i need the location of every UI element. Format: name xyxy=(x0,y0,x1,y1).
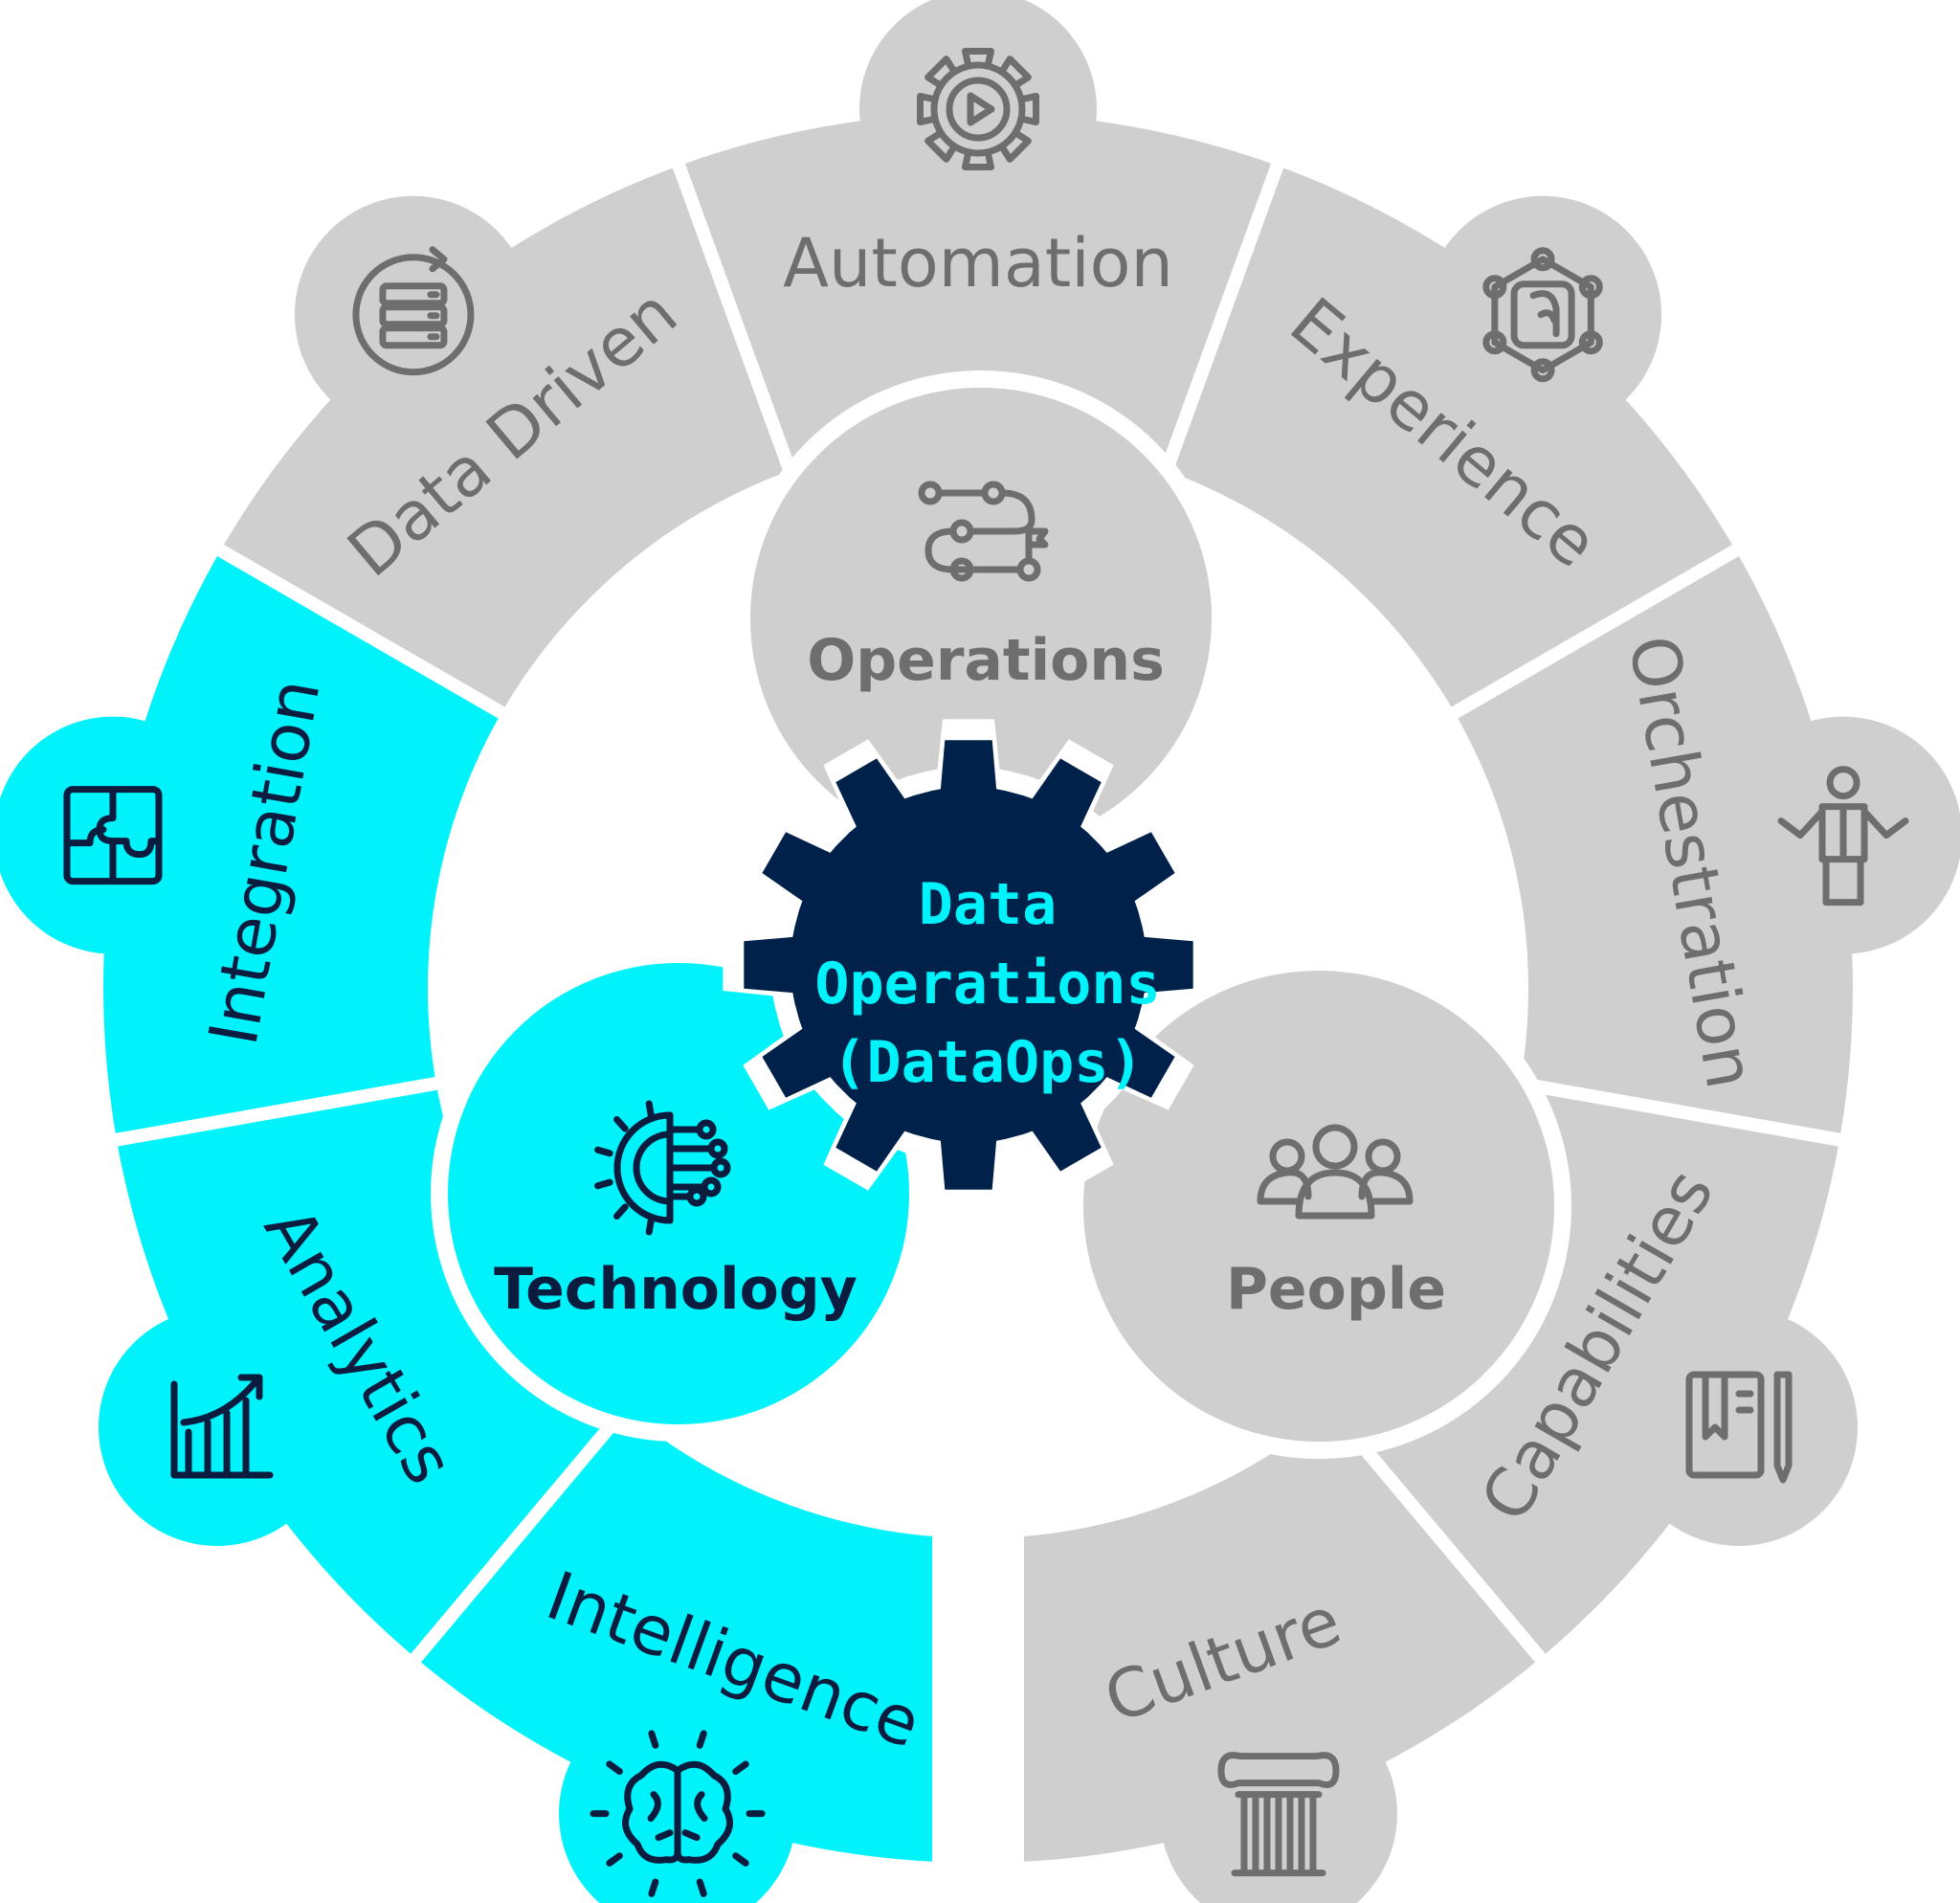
segment-divider xyxy=(672,161,800,482)
segment-label: Automation xyxy=(783,224,1173,302)
segment-bubble xyxy=(0,716,232,954)
segment-experience[interactable]: Experience xyxy=(1166,166,1736,713)
segment-shape xyxy=(1454,550,1853,1140)
segment-divider xyxy=(1156,161,1284,482)
segment-bubble xyxy=(98,1309,336,1546)
pillar-people[interactable]: People xyxy=(1066,953,1571,1459)
segment-divider xyxy=(113,1075,447,1147)
route-flag-icon xyxy=(918,481,1049,582)
people-circle xyxy=(1066,953,1571,1459)
segment-shape xyxy=(679,112,1278,471)
segment-divider xyxy=(1442,543,1741,724)
database-sync-icon xyxy=(352,246,475,376)
person-conductor-icon xyxy=(1777,766,1909,907)
brain-icon xyxy=(590,1730,766,1897)
segment-shape xyxy=(116,1083,625,1659)
segment-divider xyxy=(215,543,514,724)
center-gear[interactable]: Data Operations (DataOps) xyxy=(723,719,1214,1211)
gear-play-icon xyxy=(916,47,1040,171)
segment-bubble xyxy=(1620,1309,1859,1546)
center-title-line2: Operations xyxy=(814,951,1160,1018)
segment-bubble xyxy=(294,195,532,434)
people-label: People xyxy=(1226,1256,1446,1323)
segment-culture[interactable]: Culture xyxy=(978,1409,1541,1903)
segment-shape xyxy=(1331,1083,1840,1659)
segment-shape xyxy=(102,550,502,1140)
segment-shape xyxy=(220,166,791,713)
gear-icon xyxy=(744,740,1193,1190)
technology-label: Technology xyxy=(494,1256,858,1323)
group-icon xyxy=(1257,1124,1414,1220)
segment-shape xyxy=(978,1409,1541,1863)
center-title-line1: Data xyxy=(919,871,1058,938)
segment-integration[interactable]: Integration xyxy=(0,550,502,1140)
segment-divider xyxy=(409,1398,636,1665)
segment-divider xyxy=(1509,1075,1843,1147)
center-title-line3: (DataOps) xyxy=(832,1029,1143,1096)
notebook-pencil-icon xyxy=(1685,1371,1793,1484)
operations-label: Operations xyxy=(807,627,1165,694)
pillar-circles: Operations Technology People xyxy=(431,370,1571,1459)
segment-analytics[interactable]: Analytics xyxy=(98,1083,625,1659)
tech-gear-icon xyxy=(594,1100,731,1236)
segment-intelligence[interactable]: Intelligence xyxy=(415,1409,978,1903)
bar-chart-icon xyxy=(170,1374,274,1479)
segment-automation[interactable]: Automation xyxy=(679,0,1278,471)
segment-shape xyxy=(1166,166,1736,713)
network-face-icon xyxy=(1482,247,1603,383)
puzzle-icon xyxy=(63,786,163,885)
segment-data-driven[interactable]: Data Driven xyxy=(220,166,791,713)
bottom-gap xyxy=(932,1519,1024,1882)
segment-shape xyxy=(415,1409,978,1863)
segment-orchestration[interactable]: Orchestration xyxy=(1454,550,1960,1140)
column-icon xyxy=(1217,1752,1340,1877)
